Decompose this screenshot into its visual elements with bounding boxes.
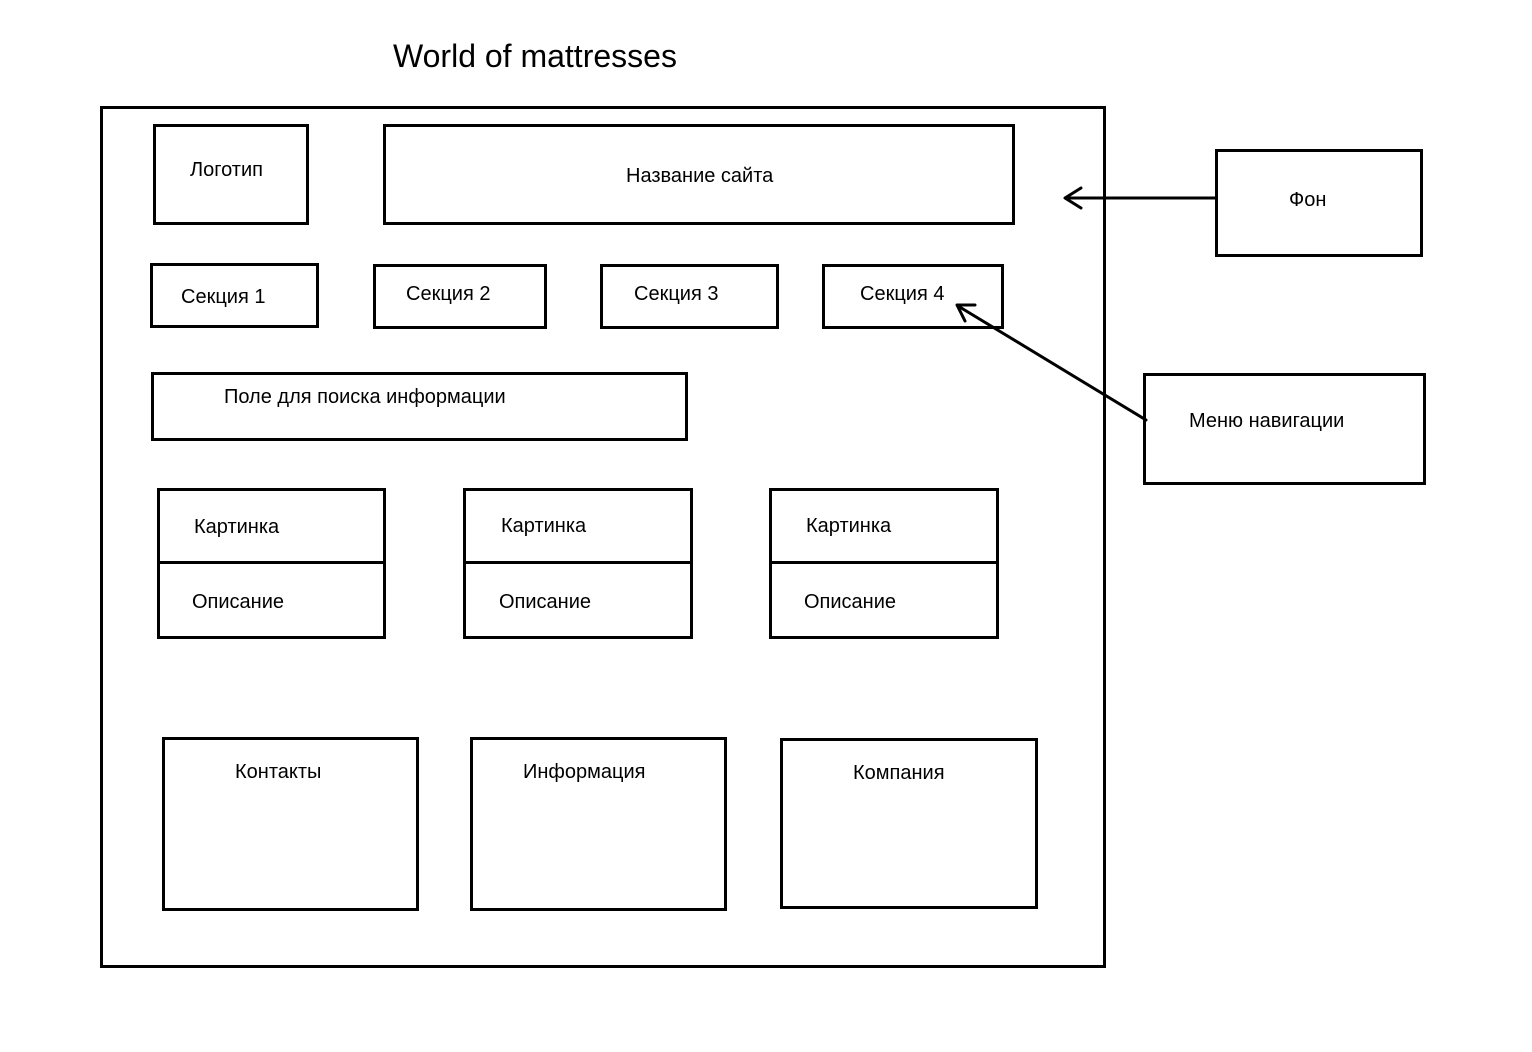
card-3-description-label: Описание [804,591,897,613]
footer-information-box [470,737,727,911]
footer-contacts-box [162,737,419,911]
footer-company-box [780,738,1038,909]
nav-section-3-label: Секция 3 [634,283,719,305]
logo-label: Логотип [190,159,263,181]
footer-contacts-label: Контакты [235,761,322,783]
card-2-description-label: Описание [499,591,592,613]
card-2-image-label: Картинка [501,515,587,537]
background-annotation-box [1215,149,1423,257]
diagram-title: World of mattresses [393,38,677,74]
card-1-description-label: Описание [192,591,285,613]
navigation-menu-annotation-label: Меню навигации [1189,410,1345,432]
page-frame [100,106,1106,968]
nav-section-4-label: Секция 4 [860,283,945,305]
nav-section-1-label: Секция 1 [181,286,266,308]
nav-section-4-box [822,264,1004,329]
footer-company-label: Компания [853,762,945,784]
card-1-divider [157,561,386,564]
nav-section-2-label: Секция 2 [406,283,491,305]
card-1-image-label: Картинка [194,516,280,538]
nav-section-1-box [150,263,319,328]
card-2-divider [463,561,693,564]
nav-section-2-box [373,264,547,329]
card-3-image-label: Картинка [806,515,892,537]
search-field-box [151,372,688,441]
navigation-menu-annotation-box [1143,373,1426,485]
site-name-box [383,124,1015,225]
background-annotation-label: Фон [1289,189,1327,211]
site-name-label: Название сайта [626,165,774,187]
card-3-divider [769,561,999,564]
nav-section-3-box [600,264,779,329]
footer-information-label: Информация [523,761,646,783]
logo-box [153,124,309,225]
search-field-label: Поле для поиска информации [224,386,506,408]
